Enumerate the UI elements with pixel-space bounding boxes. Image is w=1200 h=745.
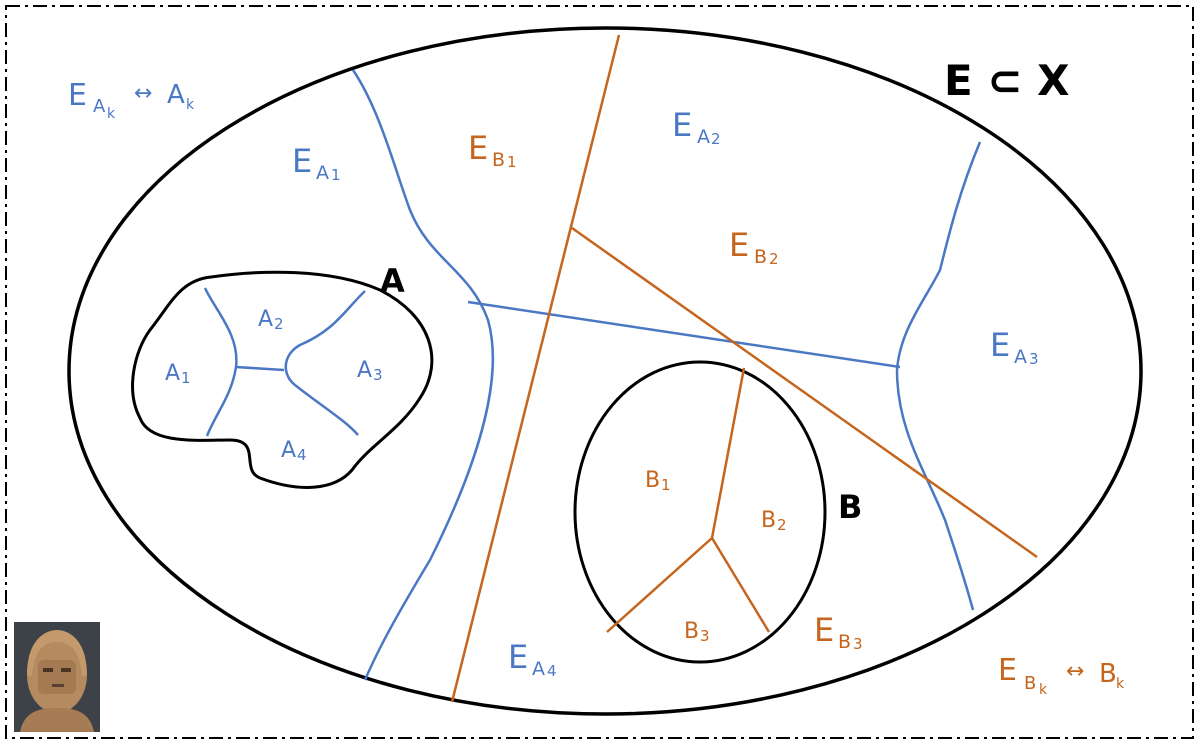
svg-text:2: 2 bbox=[274, 315, 284, 333]
svg-text:1: 1 bbox=[661, 476, 671, 494]
svg-text:3: 3 bbox=[1029, 350, 1039, 368]
space-label: E ⊂ X bbox=[944, 56, 1070, 105]
part-b2-label: B 2 bbox=[761, 508, 787, 534]
set-b-outline bbox=[573, 360, 827, 664]
svg-text:E: E bbox=[990, 326, 1010, 364]
set-a-label: A bbox=[380, 262, 405, 300]
svg-text:2: 2 bbox=[769, 250, 779, 268]
svg-text:E: E bbox=[68, 78, 87, 113]
svg-text:A: A bbox=[1014, 346, 1027, 368]
svg-text:3: 3 bbox=[700, 627, 710, 645]
svg-text:A: A bbox=[697, 126, 710, 148]
svg-text:B: B bbox=[1099, 659, 1117, 689]
svg-text:2: 2 bbox=[711, 130, 721, 148]
svg-text:1: 1 bbox=[331, 166, 341, 184]
svg-text:B: B bbox=[492, 149, 505, 171]
svg-text:k: k bbox=[107, 106, 116, 122]
region-ea4-label: E A 4 bbox=[508, 638, 557, 680]
svg-text:B: B bbox=[838, 631, 851, 653]
partition-b-line-vertical bbox=[450, 34, 621, 703]
svg-text:k: k bbox=[186, 97, 195, 113]
region-ea2-label: E A 2 bbox=[672, 106, 721, 148]
svg-text:↔: ↔ bbox=[1066, 659, 1084, 684]
region-ea3-label: E A 3 bbox=[990, 326, 1039, 368]
svg-text:E: E bbox=[814, 611, 834, 649]
part-b3-label: B 3 bbox=[684, 619, 710, 645]
svg-text:A: A bbox=[357, 358, 372, 383]
legend-a: E A k ↔ A k bbox=[68, 78, 195, 122]
partition-a-line-left bbox=[351, 69, 495, 681]
outer-frame bbox=[5, 5, 1194, 739]
svg-text:A: A bbox=[258, 307, 273, 332]
set-a-outline bbox=[131, 270, 434, 489]
svg-text:A: A bbox=[167, 80, 185, 110]
set-e-ellipse bbox=[67, 26, 1143, 716]
svg-text:4: 4 bbox=[547, 662, 557, 680]
svg-text:B: B bbox=[645, 468, 660, 493]
svg-text:1: 1 bbox=[507, 153, 517, 171]
svg-text:E: E bbox=[292, 142, 312, 180]
partition-b-lines bbox=[450, 34, 1038, 703]
region-eb2-label: E B 2 bbox=[729, 226, 779, 268]
svg-text:A: A bbox=[165, 361, 180, 386]
helmet-figure-photo-icon bbox=[14, 622, 100, 732]
svg-text:B: B bbox=[754, 246, 767, 268]
legend-b: E B k ↔ B k bbox=[998, 653, 1125, 698]
partition-a-line-middle bbox=[467, 300, 901, 369]
part-a1-label: A 1 bbox=[165, 361, 191, 387]
svg-text:1: 1 bbox=[181, 369, 191, 387]
svg-text:↔: ↔ bbox=[134, 81, 152, 106]
svg-text:E: E bbox=[508, 638, 528, 676]
set-b-label: B bbox=[838, 488, 862, 526]
svg-text:A: A bbox=[93, 96, 106, 117]
partition-a-lines bbox=[351, 69, 982, 681]
set-b-internal-lines bbox=[606, 367, 771, 633]
svg-text:B: B bbox=[1024, 673, 1036, 694]
svg-text:3: 3 bbox=[373, 366, 383, 384]
svg-text:E: E bbox=[672, 106, 692, 144]
svg-text:B: B bbox=[684, 619, 699, 644]
partition-b-line-diagonal bbox=[571, 226, 1038, 559]
svg-text:k: k bbox=[1116, 676, 1125, 692]
svg-text:E: E bbox=[468, 129, 488, 167]
part-a2-label: A 2 bbox=[258, 307, 284, 333]
partition-a-line-right bbox=[895, 141, 982, 611]
svg-text:E: E bbox=[998, 653, 1017, 688]
set-a-internal-lines bbox=[203, 287, 366, 437]
svg-text:k: k bbox=[1039, 682, 1048, 698]
region-eb3-label: E B 3 bbox=[814, 611, 863, 653]
part-b1-label: B 1 bbox=[645, 468, 671, 494]
part-a3-label: A 3 bbox=[357, 358, 383, 384]
svg-text:A: A bbox=[532, 658, 545, 680]
region-ea1-label: E A 1 bbox=[292, 142, 341, 184]
svg-text:2: 2 bbox=[777, 516, 787, 534]
svg-text:3: 3 bbox=[853, 635, 863, 653]
svg-text:4: 4 bbox=[297, 446, 307, 464]
part-a4-label: A 4 bbox=[281, 438, 307, 464]
svg-text:A: A bbox=[281, 438, 296, 463]
region-eb1-label: E B 1 bbox=[468, 129, 517, 171]
svg-text:B: B bbox=[761, 508, 776, 533]
svg-text:A: A bbox=[316, 162, 329, 184]
svg-text:E: E bbox=[729, 226, 749, 264]
